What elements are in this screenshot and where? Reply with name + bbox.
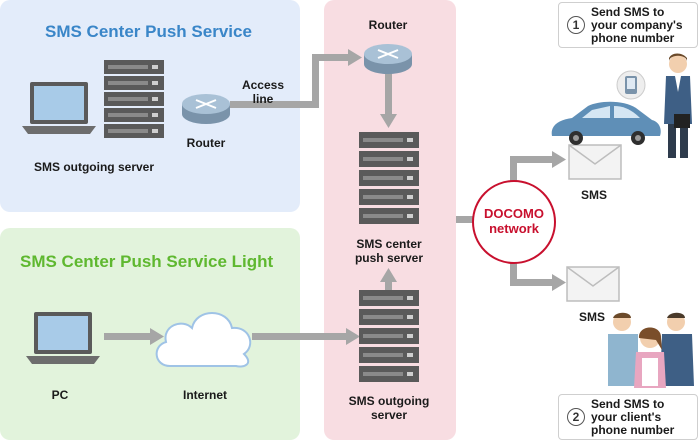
server-rack-icon [104,60,164,138]
arrow-pc-to-internet [104,333,152,340]
docomo-network-circle [472,180,556,264]
number-two-badge: 2 [567,408,585,426]
docomo-network-label: DOCOMO network [484,206,544,236]
laptop-icon [22,82,96,134]
internet-label: Internet [182,388,227,402]
arrow-internet-to-outgoing-server [252,333,348,340]
car-icon [551,101,661,145]
arrow-router-to-push-server [385,73,392,115]
server-rack-icon [359,132,419,224]
arrow-docomo-to-sms-bottom [510,258,517,286]
router-icon [364,44,412,74]
arrow-router-to-access-line [230,101,316,108]
envelope-icon [566,266,620,302]
callout-client-phone: 2 Send SMS to your client's phone number [558,394,698,440]
sms-label-bottom: SMS [578,310,605,324]
sms-outgoing-server-bottom-label: SMS outgoing server [348,394,430,422]
router-label-left: Router [186,136,226,150]
arrow-to-docomo [456,216,476,223]
laptop-icon [26,312,100,364]
access-line-label: Access line [241,78,285,106]
cloud-icon [155,312,252,368]
phone-bubble-icon [616,70,646,100]
pc-label: PC [51,388,69,402]
sms-outgoing-server-label: SMS outgoing server [33,160,155,174]
router-icon [182,94,230,124]
arrow-head-to-router [348,49,362,66]
businessman-icon [664,53,692,158]
callout-company-phone-text: Send SMS to your company's phone number [591,5,683,45]
callout-company-phone: 1 Send SMS to your company's phone numbe… [558,2,698,48]
envelope-icon [568,144,622,180]
push-service-title: SMS Center Push Service [45,22,252,41]
arrow-outgoing-to-push-server [385,280,392,292]
arrow-docomo-to-sms-top [510,156,517,186]
server-rack-icon [359,290,419,382]
people-group-icon [608,312,694,388]
callout-client-phone-text: Send SMS to your client's phone number [591,397,675,437]
number-one-badge: 1 [567,16,585,34]
router-label-center: Router [368,18,408,32]
arrow-head-down [380,114,397,128]
sms-center-push-server-label: SMS center push server [354,237,424,265]
push-service-light-title: SMS Center Push Service Light [20,252,274,271]
sms-label-top: SMS [580,188,607,202]
